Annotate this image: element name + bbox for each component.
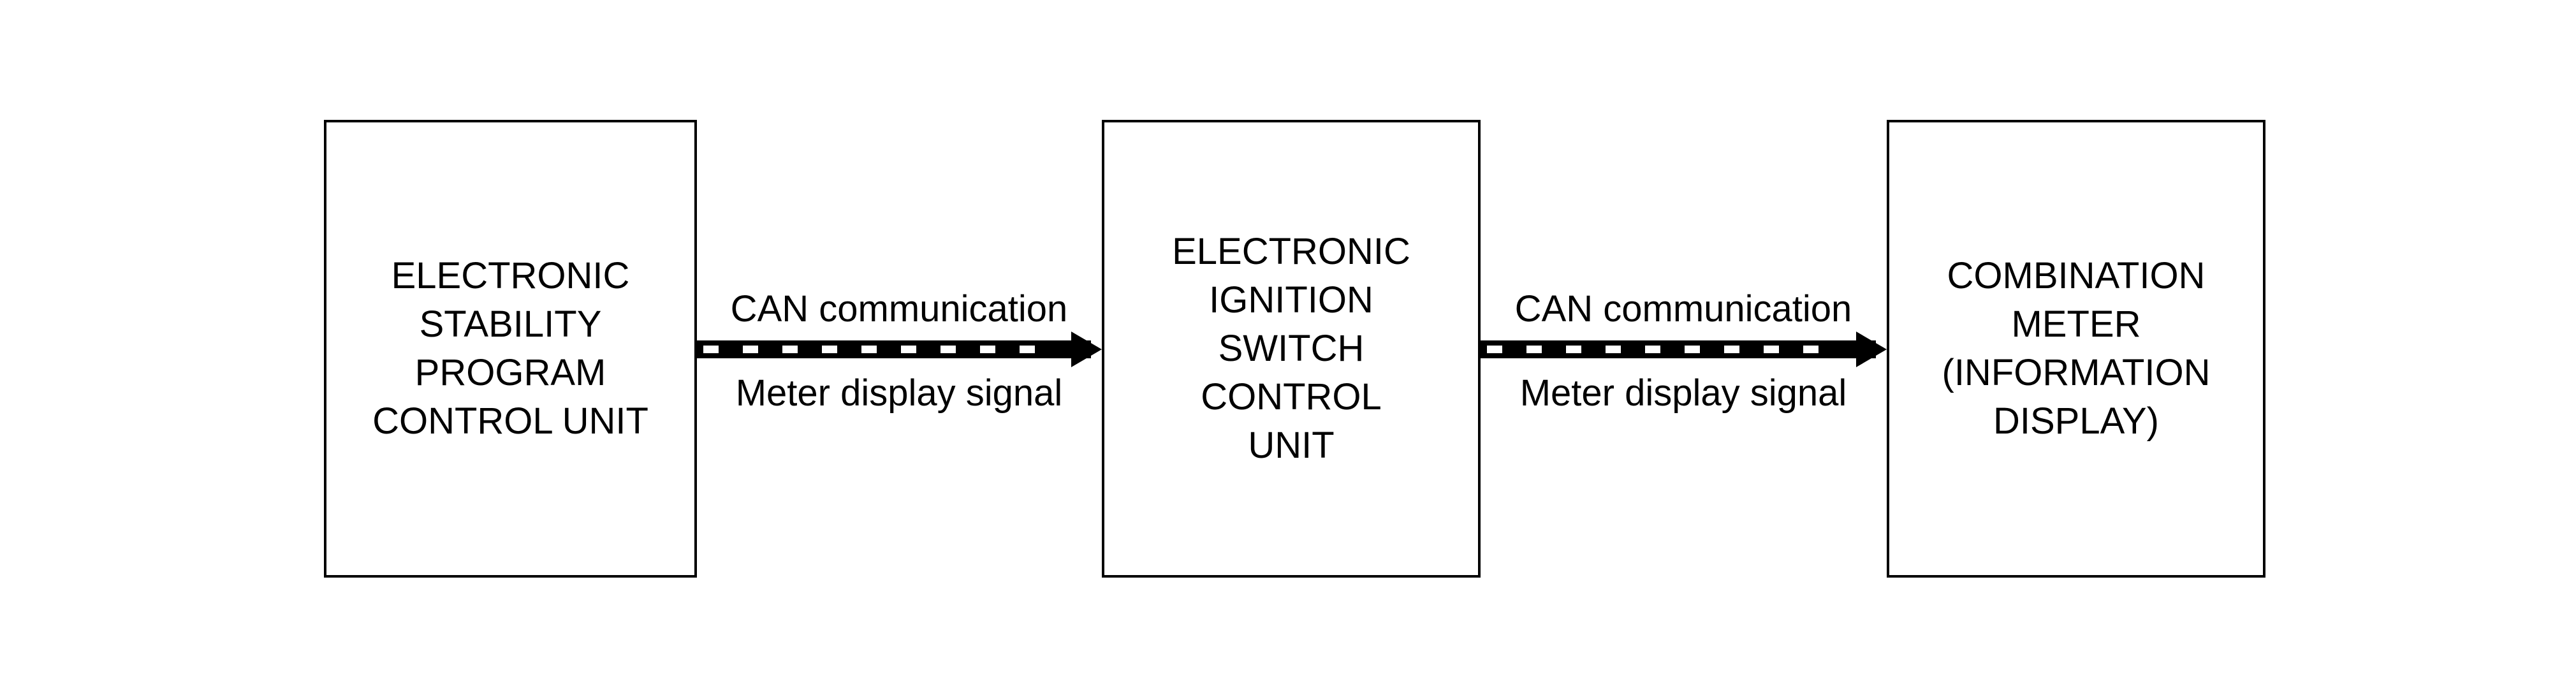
block-label: ELECTRONIC IGNITION SWITCH CONTROL UNIT [1172, 228, 1410, 470]
electronic-ignition-switch-control-unit-block: ELECTRONIC IGNITION SWITCH CONTROL UNIT [1102, 120, 1481, 578]
can-dash-segment [980, 346, 995, 353]
connection-2-top-label: CAN communication [1514, 288, 1852, 330]
block-label-line: DISPLAY) [1993, 400, 2159, 442]
block-label-line: PROGRAM [414, 352, 606, 393]
can-dash-segment [1685, 346, 1700, 353]
combination-meter-block: COMBINATION METER (INFORMATION DISPLAY) [1887, 120, 2265, 578]
block-label: ELECTRONIC STABILITY PROGRAM CONTROL UNI… [372, 252, 648, 446]
can-dash-segment [782, 346, 798, 353]
block-label-line: SWITCH [1218, 328, 1365, 369]
block-label-line: CONTROL UNIT [372, 400, 648, 442]
can-dash-segment [940, 346, 956, 353]
can-dash-segment [1724, 346, 1739, 353]
connection-2-bottom-label: Meter display signal [1519, 372, 1847, 414]
can-arrow-1-dashes [703, 346, 1035, 353]
can-arrow-1 [697, 332, 1102, 367]
can-dash-segment [1606, 346, 1621, 353]
can-dash-segment [1566, 346, 1581, 353]
can-arrow-1-head [1071, 332, 1102, 367]
block-label-line: (INFORMATION [1942, 352, 2211, 393]
connection-1-bottom-label: Meter display signal [735, 372, 1063, 414]
block-label: COMBINATION METER (INFORMATION DISPLAY) [1942, 252, 2211, 446]
electronic-stability-program-control-unit-block: ELECTRONIC STABILITY PROGRAM CONTROL UNI… [324, 120, 697, 578]
can-arrow-2-head [1856, 332, 1887, 367]
connection-1-top-label: CAN communication [730, 288, 1068, 330]
can-dash-segment [1764, 346, 1779, 353]
can-dash-segment [703, 346, 719, 353]
block-label-line: STABILITY [419, 303, 602, 345]
block-label-line: ELECTRONIC [1172, 231, 1410, 272]
block-label-line: COMBINATION [1947, 255, 2206, 296]
can-dash-segment [1526, 346, 1542, 353]
can-dash-segment [1020, 346, 1035, 353]
can-dash-segment [1803, 346, 1819, 353]
can-dash-segment [861, 346, 877, 353]
can-arrow-2-dashes [1487, 346, 1819, 353]
can-dash-segment [822, 346, 837, 353]
block-label-line: METER [2011, 303, 2141, 345]
can-dash-segment [1487, 346, 1502, 353]
block-label-line: UNIT [1248, 425, 1335, 466]
block-label-line: ELECTRONIC [391, 255, 630, 296]
can-arrow-2 [1481, 332, 1887, 367]
can-dash-segment [901, 346, 916, 353]
can-dash-segment [743, 346, 758, 353]
can-dash-segment [1645, 346, 1660, 353]
block-label-line: IGNITION [1209, 279, 1373, 321]
block-label-line: CONTROL [1201, 376, 1382, 418]
